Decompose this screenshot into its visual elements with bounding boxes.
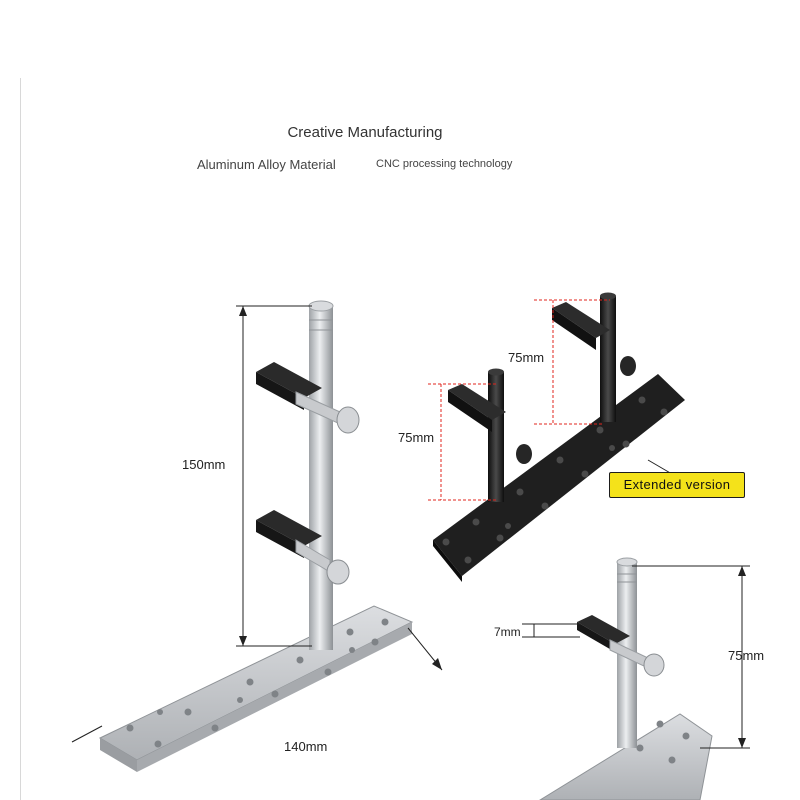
detail-dimension-thickness [522,623,580,638]
detail-clamp-knob [643,653,665,677]
detail-dimension-height [632,565,750,749]
ext-dimension-rear [534,299,610,425]
black-rear-rod [600,296,616,422]
lower-clamp-arm [256,510,322,546]
black-extended-stand [433,292,685,582]
upper-clamp-knob [336,406,360,434]
height-dimension-150 [236,305,312,647]
lower-clamp-knob [326,559,350,585]
label-ext-front: 75mm [398,430,434,445]
detail-clamp-arm [577,615,630,644]
black-base-plate [433,374,685,576]
label-main-height: 150mm [182,457,225,472]
extended-version-badge: Extended version [609,472,745,498]
silver-stand-main [98,300,414,772]
label-detail-height: 75mm [728,648,764,663]
black-front-rod [488,372,504,502]
base-plate-holes [126,618,389,748]
length-dimension-140 [71,627,443,743]
black-plate-holes [442,396,668,564]
label-detail-thickness: 7mm [494,625,521,639]
label-ext-rear: 75mm [508,350,544,365]
page-edge-divider [20,78,21,800]
feature-material: Aluminum Alloy Material [197,157,336,172]
badge-leader-line [647,459,673,475]
label-base-length: 140mm [284,739,327,754]
silver-stand-detail [539,557,713,800]
upper-clamp-arm [256,362,322,398]
page-title: Creative Manufacturing [287,124,443,141]
feature-processing: CNC processing technology [376,158,513,170]
silver-vertical-rod [309,306,333,650]
silver-base-edge [100,738,137,772]
ext-dimension-front [428,383,496,501]
silver-base-plate [98,605,414,761]
